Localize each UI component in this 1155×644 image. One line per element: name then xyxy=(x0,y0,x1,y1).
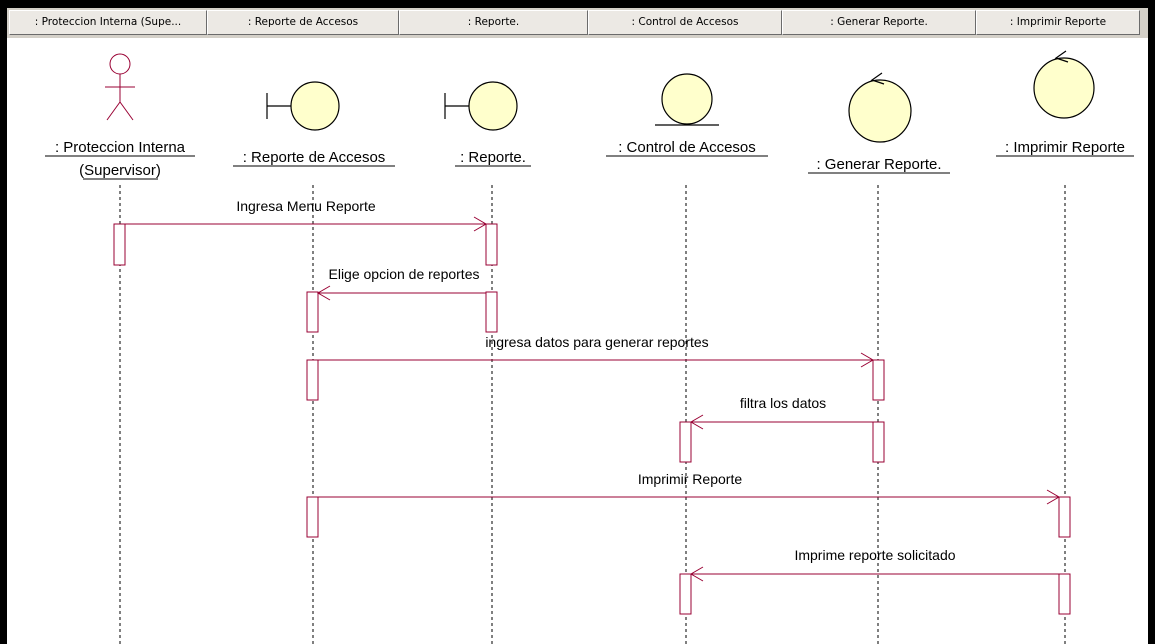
object-label-control-de-accesos[interactable]: : Control de Accesos xyxy=(618,139,756,156)
header-cell-generar-reporte[interactable]: : Generar Reporte. xyxy=(782,10,976,35)
activation-bar[interactable] xyxy=(485,223,498,266)
window-frame-right xyxy=(1148,0,1155,644)
control-icon[interactable] xyxy=(1033,50,1095,119)
activation-bar[interactable] xyxy=(872,421,885,463)
activation-bar[interactable] xyxy=(1058,573,1071,615)
boundary-icon[interactable] xyxy=(444,81,518,131)
control-icon[interactable] xyxy=(848,72,912,143)
header-cell-imprimir-reporte[interactable]: : Imprimir Reporte xyxy=(976,10,1140,35)
object-label-imprimir-reporte[interactable]: : Imprimir Reporte xyxy=(1005,139,1125,156)
object-label-reporte[interactable]: : Reporte. xyxy=(460,149,526,166)
object-label-generar-reporte[interactable]: : Generar Reporte. xyxy=(816,156,941,173)
entity-icon[interactable] xyxy=(655,73,719,126)
diagram-area: : Proteccion Interna (Supervisor) : Repo… xyxy=(8,39,1148,644)
window-frame-top xyxy=(0,0,1155,8)
message-label[interactable]: ingresa datos para generar reportes xyxy=(485,334,708,350)
message-label[interactable]: Elige opcion de reportes xyxy=(329,266,480,282)
activation-bar[interactable] xyxy=(485,291,498,333)
header-cell-control-de-accesos[interactable]: : Control de Accesos xyxy=(588,10,782,35)
activation-bar[interactable] xyxy=(113,223,126,266)
header-cell-reporte-de-accesos[interactable]: : Reporte de Accesos xyxy=(207,10,399,35)
actor-icon[interactable] xyxy=(105,53,135,121)
message-label[interactable]: Imprime reporte solicitado xyxy=(794,547,955,563)
object-label-proteccion-line1[interactable]: : Proteccion Interna xyxy=(55,139,186,156)
activation-bar[interactable] xyxy=(1058,496,1071,538)
activation-bar[interactable] xyxy=(679,421,692,463)
diagram-svg: : Proteccion Interna (Supervisor) : Repo… xyxy=(45,50,1134,644)
window-frame-left xyxy=(0,0,7,644)
activation-bar[interactable] xyxy=(306,291,319,333)
activation-bar[interactable] xyxy=(679,573,692,615)
message-label[interactable]: filtra los datos xyxy=(740,395,826,411)
object-label-reporte-de-accesos[interactable]: : Reporte de Accesos xyxy=(243,149,386,166)
activation-bar[interactable] xyxy=(306,496,319,538)
message-label[interactable]: Imprimir Reporte xyxy=(638,471,742,487)
header-cell-proteccion-interna[interactable]: : Proteccion Interna (Supe... xyxy=(9,10,207,35)
message-label[interactable]: Ingresa Menu Reporte xyxy=(236,198,376,214)
header-cell-reporte[interactable]: : Reporte. xyxy=(399,10,588,35)
boundary-icon[interactable] xyxy=(266,81,340,131)
lifeline-header-bar: : Proteccion Interna (Supe... : Reporte … xyxy=(9,10,1147,36)
object-label-proteccion-line2[interactable]: (Supervisor) xyxy=(79,162,161,179)
activation-bar[interactable] xyxy=(872,359,885,401)
activation-bar[interactable] xyxy=(306,359,319,401)
